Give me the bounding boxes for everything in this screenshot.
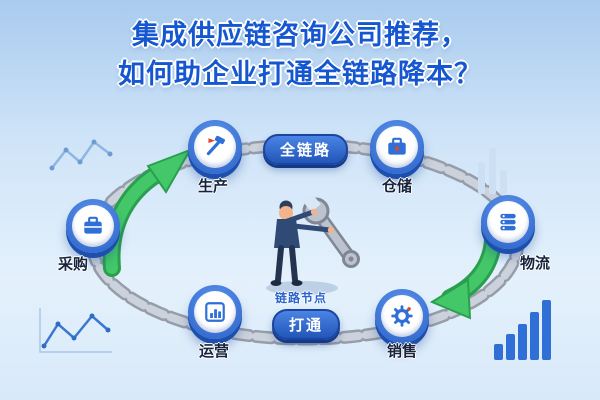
decor-bar-chart-bottom-right: [494, 300, 551, 360]
node-label-logistics: 物流: [519, 255, 550, 272]
node-operations: [188, 285, 242, 339]
node-sales: [375, 289, 429, 343]
decor-line-chart-bottom-left: [39, 308, 112, 353]
arrow-down-right: [429, 213, 503, 320]
arrow-up-left: [102, 148, 193, 277]
node-label-sales: 销售: [386, 343, 417, 360]
badge-full-chain: 全链路: [263, 134, 349, 165]
node-label-warehouse: 仓储: [381, 178, 412, 195]
operations-icon: [194, 291, 236, 333]
chain-node-label: 链路节点: [274, 291, 327, 305]
person-figure: [270, 200, 335, 286]
node-procurement: [66, 199, 120, 253]
title-line-2: 如何助企业打通全链路降本？: [118, 59, 482, 90]
page-title: 集成供应链咨询公司推荐， 如何助企业打通全链路降本？: [0, 16, 600, 94]
node-logistics: [481, 195, 535, 249]
sales-icon: [381, 295, 423, 337]
node-label-procurement: 采购: [57, 256, 88, 273]
wrench-icon: [301, 192, 360, 268]
node-label-operations: 运营: [198, 343, 229, 360]
node-warehouse: [370, 120, 424, 174]
procurement-icon: [72, 205, 114, 247]
production-icon: [194, 126, 236, 168]
badge-breakthrough: 打通: [272, 309, 341, 340]
warehouse-icon: [376, 126, 418, 168]
title-line-1: 集成供应链咨询公司推荐，: [132, 20, 468, 50]
node-label-production: 生产: [197, 178, 228, 195]
logistics-icon: [487, 201, 529, 243]
center-figure: [266, 192, 360, 295]
decor-line-chart-top-left: [49, 139, 113, 171]
node-production: [188, 120, 242, 174]
decor-bar-chart-top-right: [478, 148, 507, 194]
figure-shadow: [266, 281, 338, 295]
